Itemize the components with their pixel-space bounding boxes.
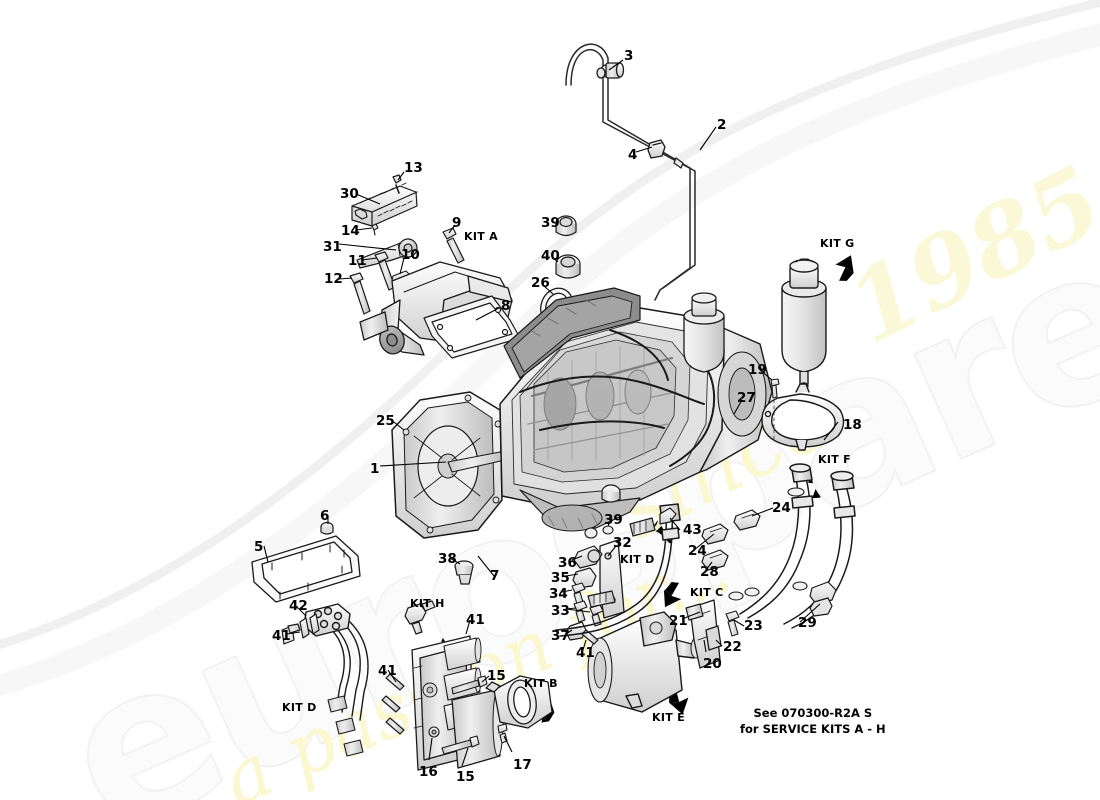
breather-pipe-2 xyxy=(565,43,696,301)
bolt-9 xyxy=(442,227,465,264)
callout-38: 38 xyxy=(438,551,457,567)
callout-33: 33 xyxy=(551,603,570,619)
plug-38 xyxy=(454,560,474,585)
sump-gasket-5 xyxy=(251,535,361,603)
bolt-15-lower xyxy=(441,735,480,755)
module-30 xyxy=(351,182,418,227)
callout-12: 12 xyxy=(324,271,343,287)
callout-32: 32 xyxy=(613,535,632,551)
clip-24-lower xyxy=(701,523,729,545)
clip-4 xyxy=(647,139,666,159)
callout-22: 22 xyxy=(723,639,742,655)
callout-2: 2 xyxy=(717,117,727,133)
callout-42: 42 xyxy=(289,598,308,614)
callout-30: 30 xyxy=(340,186,359,202)
kit-label-kit-c: KIT C xyxy=(690,586,724,599)
callout-24: 24 xyxy=(688,543,707,559)
plug-39-lower xyxy=(601,484,621,503)
callout-25: 25 xyxy=(376,413,395,429)
part-36 xyxy=(573,545,603,569)
bolt-12 xyxy=(349,272,371,315)
clip-29 xyxy=(809,581,837,617)
callout-43: 43 xyxy=(683,522,702,538)
kit-label-kit-b: KIT B xyxy=(524,677,558,690)
kit-label-kit-g: KIT G xyxy=(820,237,855,250)
kit-label-kit-a: KIT A xyxy=(464,230,498,243)
fitting-3 xyxy=(596,62,625,79)
callout-8: 8 xyxy=(501,298,511,314)
callout-7: 7 xyxy=(490,568,500,584)
callout-41: 41 xyxy=(378,663,397,679)
kit-label-kit-d: KIT D xyxy=(282,701,317,714)
callout-11: 11 xyxy=(348,253,367,269)
callout-41: 41 xyxy=(466,612,485,628)
kit-label-kit-f: KIT F xyxy=(818,453,851,466)
footer-line-2: for SERVICE KITS A - H xyxy=(740,721,886,736)
reservoir-on-body xyxy=(683,292,725,373)
callout-41: 41 xyxy=(576,645,595,661)
callout-28: 28 xyxy=(700,564,719,580)
screw-16 xyxy=(428,726,440,738)
callout-10: 10 xyxy=(401,247,420,263)
callout-17: 17 xyxy=(513,757,532,773)
callout-39: 39 xyxy=(541,215,560,231)
callout-39: 39 xyxy=(604,512,623,528)
callout-18: 18 xyxy=(843,417,862,433)
callout-23: 23 xyxy=(744,618,763,634)
pins-41-group xyxy=(381,673,405,735)
callout-29: 29 xyxy=(798,615,817,631)
kit-label-kit-h: KIT H xyxy=(410,597,445,610)
callout-34: 34 xyxy=(549,586,568,602)
footer-line-1: See 070300-R2A S xyxy=(753,706,873,720)
callout-6: 6 xyxy=(320,508,330,524)
union-kit-d xyxy=(629,517,656,537)
callout-14: 14 xyxy=(341,223,360,239)
callout-27: 27 xyxy=(737,390,756,406)
callout-37: 37 xyxy=(551,628,570,644)
callout-40: 40 xyxy=(541,248,560,264)
callout-19: 19 xyxy=(748,362,767,378)
callout-20: 20 xyxy=(703,656,722,672)
plug-17 xyxy=(497,723,508,744)
callout-4: 4 xyxy=(628,147,638,163)
callout-36: 36 xyxy=(558,555,577,571)
plug-6 xyxy=(320,521,334,535)
callout-31: 31 xyxy=(323,239,342,255)
clip-24-upper xyxy=(733,509,761,531)
callout-41: 41 xyxy=(272,628,291,644)
kit-label-kit-d: KIT D xyxy=(620,553,655,566)
callout-35: 35 xyxy=(551,570,570,586)
bracket-32 xyxy=(599,539,625,619)
kit-label-kit-e: KIT E xyxy=(652,711,685,724)
callout-5: 5 xyxy=(254,539,264,555)
callout-1: 1 xyxy=(370,461,380,477)
callout-24: 24 xyxy=(772,500,791,516)
callout-26: 26 xyxy=(531,275,550,291)
footer-note: See 070300-R2A S for SERVICE KITS A - H xyxy=(740,706,886,737)
callout-9: 9 xyxy=(452,215,462,231)
callout-21: 21 xyxy=(669,613,688,629)
pin-14 xyxy=(371,223,379,236)
reservoir-kit-g xyxy=(781,258,827,390)
bolt-23 xyxy=(725,610,740,637)
callout-16: 16 xyxy=(419,764,438,780)
callout-15: 15 xyxy=(456,769,475,785)
callout-15: 15 xyxy=(487,668,506,684)
callout-13: 13 xyxy=(404,160,423,176)
callout-3: 3 xyxy=(624,48,634,64)
